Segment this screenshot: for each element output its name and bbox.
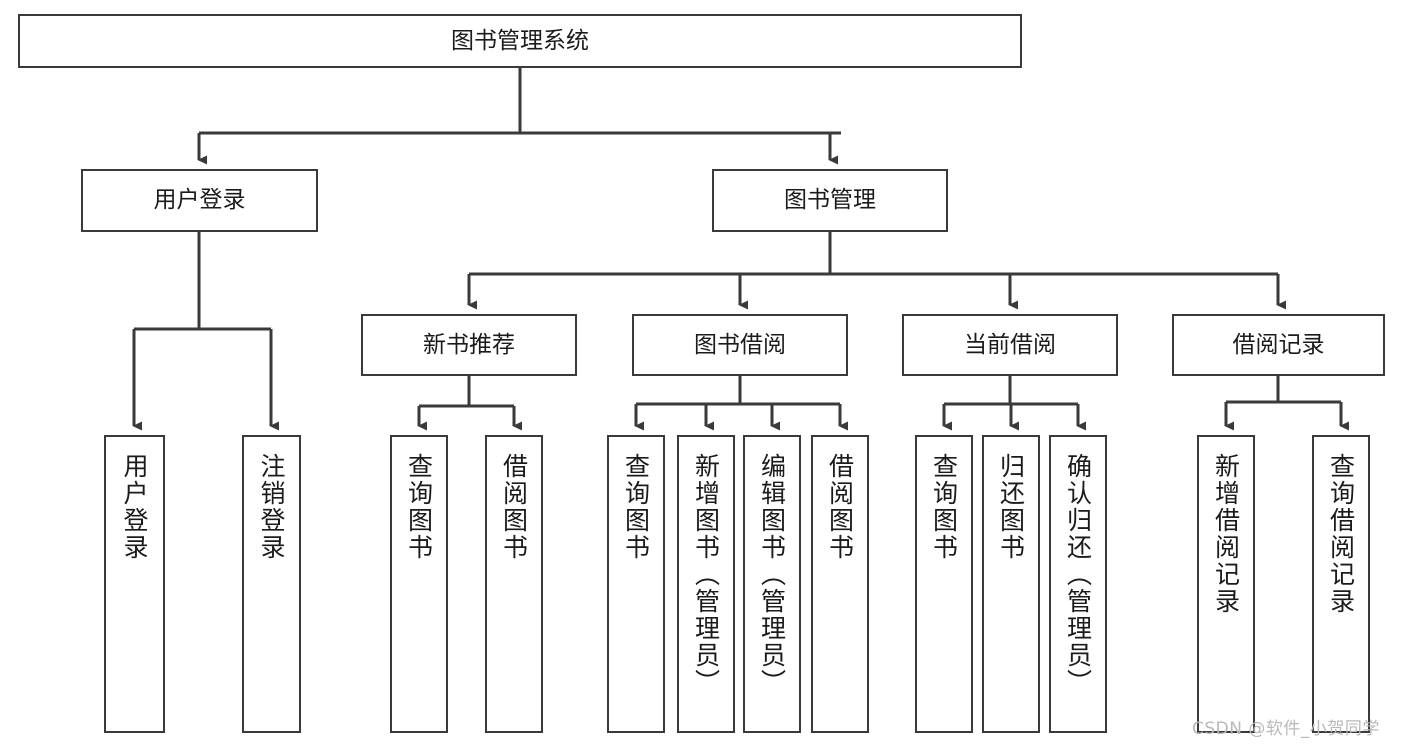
leaf-borrow-add-book-admin-label: 新增图书（管理员） — [691, 453, 721, 696]
leaf-current-return-book[interactable]: 归还图书 — [982, 435, 1040, 733]
node-current-borrow-label: 当前借阅 — [964, 331, 1056, 358]
node-user-login[interactable]: 用户登录 — [81, 169, 318, 232]
leaf-current-query-book-label: 查询图书 — [929, 453, 959, 561]
leaf-logout[interactable]: 注销登录 — [242, 435, 301, 733]
node-new-book-recommend[interactable]: 新书推荐 — [361, 314, 577, 376]
leaf-borrow-edit-book-admin-label: 编辑图书（管理员） — [757, 453, 787, 696]
watermark: CSDN @软件_小贺同学 — [1192, 719, 1380, 739]
node-user-login-label: 用户登录 — [153, 187, 246, 214]
leaf-borrow-add-book-admin[interactable]: 新增图书（管理员） — [677, 435, 735, 733]
leaf-logout-label: 注销登录 — [257, 453, 286, 561]
node-book-borrow[interactable]: 图书借阅 — [632, 314, 848, 376]
node-root[interactable]: 图书管理系统 — [18, 14, 1022, 68]
leaf-current-return-book-label: 归还图书 — [996, 453, 1026, 561]
leaf-current-confirm-return-admin-label: 确认归还（管理员） — [1063, 453, 1093, 696]
leaf-borrow-query-book-label: 查询图书 — [621, 453, 651, 561]
node-borrow-record-label: 借阅记录 — [1232, 331, 1325, 358]
leaf-newbook-query-book[interactable]: 查询图书 — [390, 435, 448, 733]
node-current-borrow[interactable]: 当前借阅 — [902, 314, 1118, 376]
leaf-newbook-borrow-book[interactable]: 借阅图书 — [485, 435, 543, 733]
leaf-borrow-borrow-book[interactable]: 借阅图书 — [811, 435, 869, 733]
leaf-record-query-record-label: 查询借阅记录 — [1326, 453, 1356, 615]
leaf-user-login[interactable]: 用户登录 — [104, 435, 165, 733]
leaf-borrow-query-book[interactable]: 查询图书 — [607, 435, 665, 733]
leaf-newbook-query-book-label: 查询图书 — [404, 453, 434, 561]
node-book-management-label: 图书管理 — [784, 187, 876, 214]
node-book-borrow-label: 图书借阅 — [694, 331, 786, 358]
node-book-management[interactable]: 图书管理 — [712, 169, 948, 232]
node-borrow-record[interactable]: 借阅记录 — [1172, 314, 1385, 376]
leaf-record-add-record-label: 新增借阅记录 — [1211, 453, 1241, 615]
leaf-current-query-book[interactable]: 查询图书 — [915, 435, 973, 733]
leaf-borrow-edit-book-admin[interactable]: 编辑图书（管理员） — [743, 435, 801, 733]
leaf-current-confirm-return-admin[interactable]: 确认归还（管理员） — [1049, 435, 1107, 733]
node-root-label: 图书管理系统 — [451, 27, 589, 54]
leaf-borrow-borrow-book-label: 借阅图书 — [825, 453, 855, 561]
leaf-record-query-record[interactable]: 查询借阅记录 — [1312, 435, 1370, 733]
leaf-user-login-label: 用户登录 — [120, 453, 149, 561]
leaf-newbook-borrow-book-label: 借阅图书 — [499, 453, 529, 561]
node-new-book-recommend-label: 新书推荐 — [423, 331, 515, 358]
leaf-record-add-record[interactable]: 新增借阅记录 — [1197, 435, 1255, 733]
